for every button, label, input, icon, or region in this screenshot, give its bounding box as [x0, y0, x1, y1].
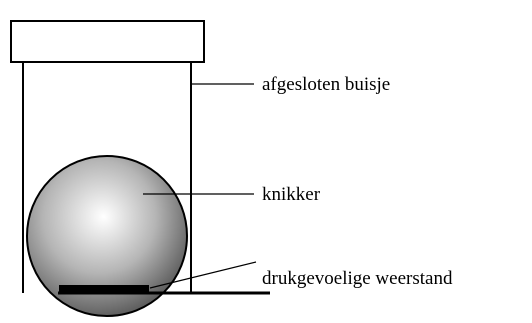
pressure-sensor-block	[59, 285, 149, 294]
tube-label: afgesloten buisje	[262, 74, 390, 95]
tube	[22, 62, 192, 293]
sensor-label: drukgevoelige weerstand	[262, 268, 453, 289]
marble-label: knikker	[262, 184, 321, 205]
marble	[26, 155, 188, 317]
sensor-leader-line	[149, 261, 257, 289]
tube-cap	[10, 20, 205, 63]
